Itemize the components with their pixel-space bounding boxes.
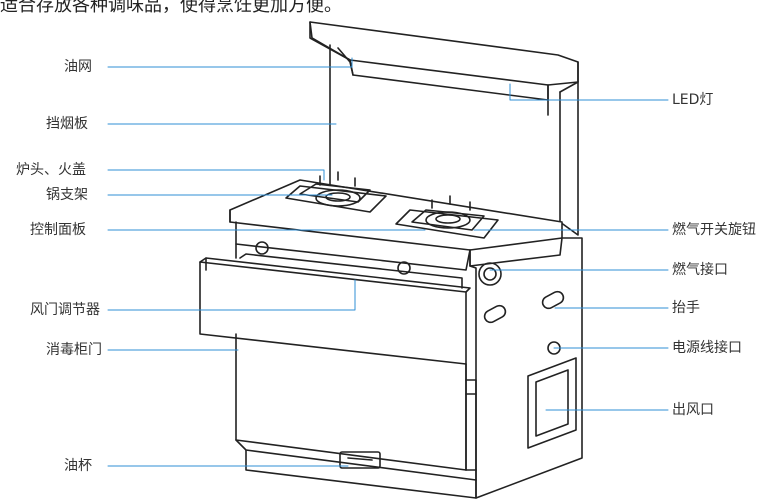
label-gas-inlet: 燃气接口 [672, 262, 728, 278]
label-gas-knob: 燃气开关旋钮 [672, 222, 756, 238]
label-oil-net: 油网 [64, 59, 92, 75]
caption-text: 适合存放各种调味品，使得烹饪更加方便。 [0, 0, 342, 16]
right-burner [395, 195, 499, 239]
side-panel [469, 237, 583, 499]
leader-lines [107, 57, 669, 467]
label-air-outlet: 出风口 [672, 402, 714, 418]
label-damper: 风门调节器 [30, 302, 100, 318]
label-handle: 抬手 [672, 300, 700, 316]
sterilizer-door [199, 253, 471, 365]
label-control-panel: 控制面板 [30, 222, 86, 238]
label-led-light: LED灯 [672, 92, 714, 108]
label-burner-cap: 炉头、火盖 [16, 162, 86, 178]
label-oil-cup: 油杯 [64, 458, 92, 474]
label-smoke-board: 挡烟板 [46, 116, 88, 132]
range-hood [309, 21, 579, 101]
label-sterilizer-door: 消毒柜门 [46, 342, 102, 358]
label-pot-rack: 锅支架 [46, 187, 88, 203]
left-burner [285, 171, 387, 213]
label-power-inlet: 电源线接口 [672, 340, 742, 356]
control-panel [235, 221, 471, 275]
